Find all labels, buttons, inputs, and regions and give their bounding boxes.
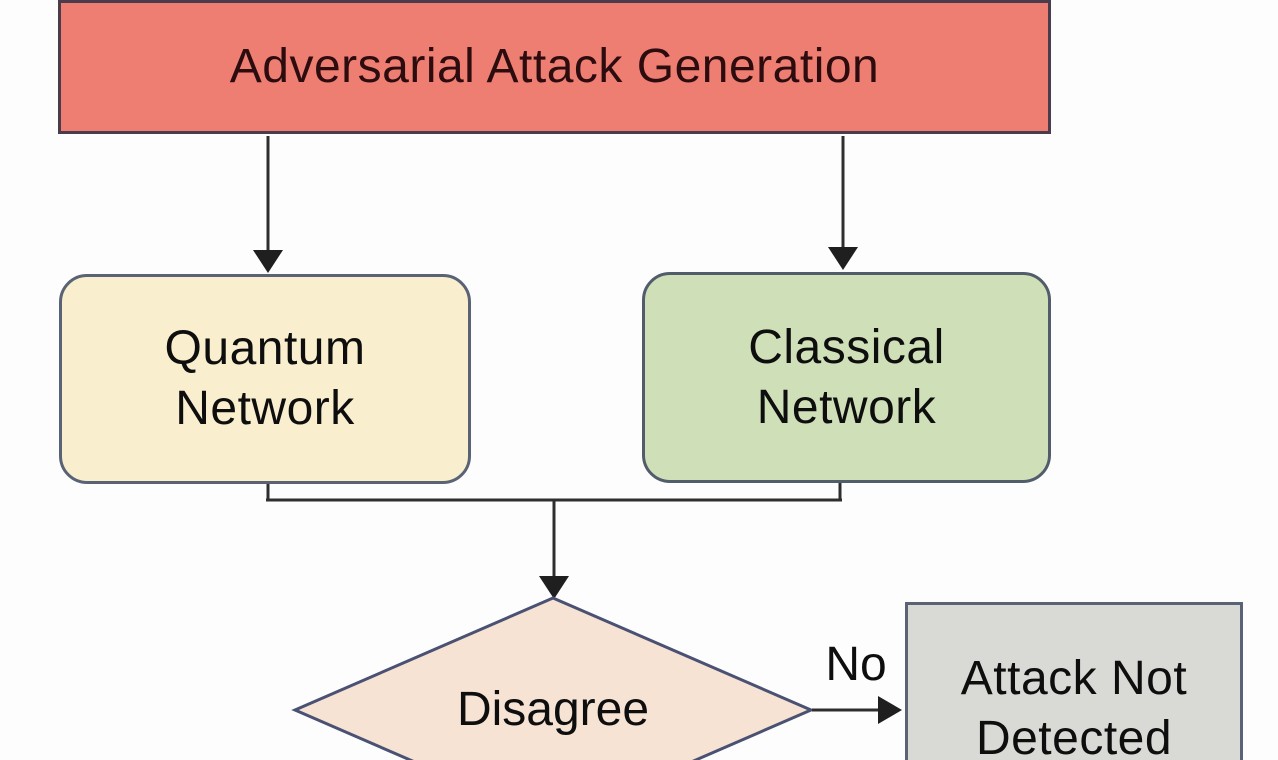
node-label-line2: Network xyxy=(756,380,937,434)
node-label-line2: Detected xyxy=(975,712,1173,760)
edge-label-no: No xyxy=(825,638,887,691)
arrowhead-down-classical-icon xyxy=(828,247,858,270)
arrowhead-down-quantum-icon xyxy=(253,250,283,273)
node-disagree-label: Disagree xyxy=(456,683,650,736)
node-label-line1: Attack Not xyxy=(960,652,1188,705)
arrowhead-right-result-icon xyxy=(878,696,902,724)
node-adversarial-attack-generation: Adversarial Attack Generation xyxy=(58,0,1051,134)
node-label-line2: Network xyxy=(175,382,355,435)
arrowhead-down-disagree-icon xyxy=(539,576,569,599)
node-label-line1: Quantum xyxy=(164,322,366,375)
node-quantum-network: Quantum Network xyxy=(59,274,471,484)
disagree-diamond-shape xyxy=(291,596,815,760)
node-classical-network: Classical Network xyxy=(642,272,1051,483)
node-attack-not-detected: Attack Not Detected xyxy=(905,602,1243,760)
node-label: Adversarial Attack Generation xyxy=(229,40,880,93)
node-label-line1: Classical xyxy=(748,320,945,374)
